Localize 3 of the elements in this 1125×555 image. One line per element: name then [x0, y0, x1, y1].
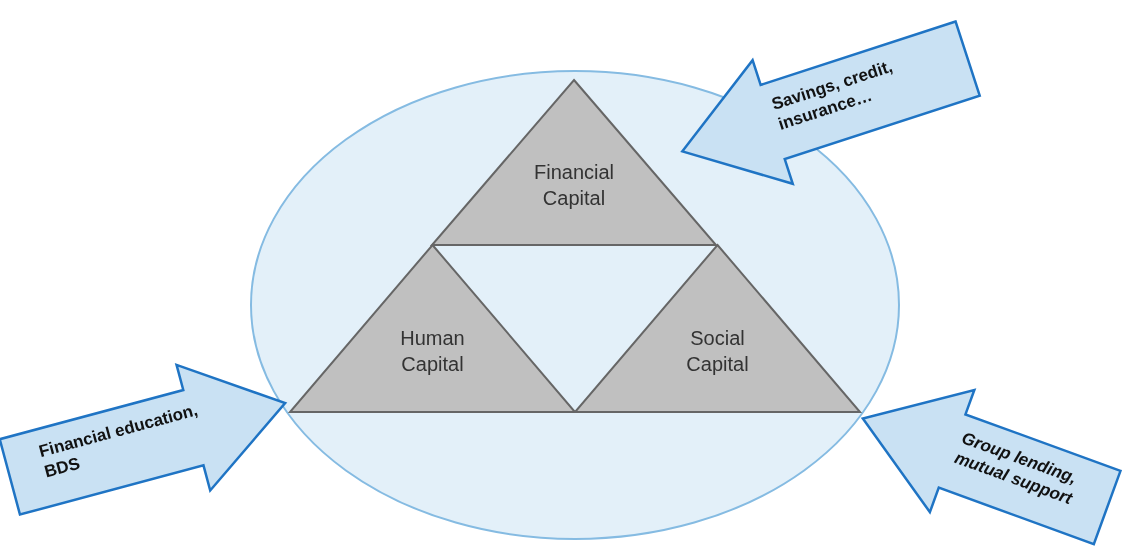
triangle-label: Financial Capital — [532, 160, 615, 212]
triangle-label: Social Capital — [685, 326, 750, 378]
triangle-label: Human Capital — [399, 326, 466, 378]
